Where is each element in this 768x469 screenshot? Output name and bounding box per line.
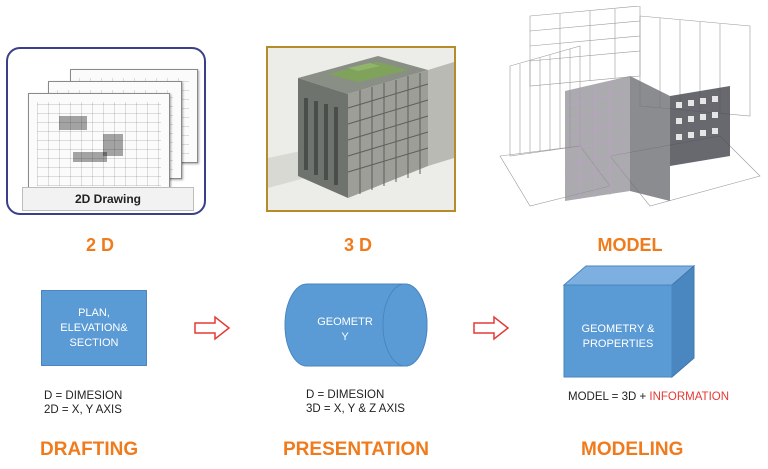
right-arrow-icon bbox=[194, 315, 231, 341]
cylinder-label: GEOMETR Y bbox=[300, 315, 390, 345]
description-model-prefix: MODEL = 3D + bbox=[568, 391, 650, 403]
description-line: 2D = X, Y AXIS bbox=[44, 404, 122, 416]
heading-model: MODEL bbox=[597, 235, 663, 255]
heading-2d: 2 D bbox=[85, 235, 114, 255]
footer-presentation: PRESENTATION bbox=[283, 439, 430, 460]
3d-cylinder-shape bbox=[284, 283, 428, 367]
2d-box-shape: PLAN, ELEVATION& SECTION bbox=[41, 290, 147, 366]
description-line: D = DIMESION bbox=[306, 389, 385, 401]
heading-3d: 3 D bbox=[343, 235, 372, 255]
box-label-line: SECTION bbox=[69, 337, 119, 349]
description-line: D = DIMESION bbox=[44, 390, 123, 402]
right-arrow-icon bbox=[473, 315, 510, 341]
cube-label: GEOMETRY & PROPERTIES bbox=[564, 322, 672, 352]
model-cube-shape bbox=[562, 264, 696, 379]
description-3d: D = DIMESION 3D = X, Y & Z AXIS bbox=[306, 388, 405, 416]
cylinder-label-line: Y bbox=[341, 331, 349, 343]
footer-drafting: DRAFTING bbox=[40, 439, 139, 460]
drawing-sheet bbox=[28, 93, 170, 195]
cube-label-line: GEOMETRY & bbox=[581, 323, 655, 335]
description-line: 3D = X, Y & Z AXIS bbox=[306, 403, 405, 415]
box-label-line: ELEVATION& bbox=[60, 322, 128, 334]
bim-model-image bbox=[490, 6, 766, 216]
2d-drawing-image: 2D Drawing bbox=[6, 47, 206, 215]
3d-building-image bbox=[266, 46, 456, 212]
footer-modeling: MODELING bbox=[581, 439, 684, 460]
cylinder-label-line: GEOMETR bbox=[317, 316, 373, 328]
cube-label-line: PROPERTIES bbox=[582, 338, 654, 350]
drawing-caption: 2D Drawing bbox=[22, 187, 194, 211]
description-model-highlight: INFORMATION bbox=[649, 391, 730, 403]
description-2d: D = DIMESION 2D = X, Y AXIS bbox=[44, 389, 122, 417]
box-label-line: PLAN, bbox=[78, 307, 110, 319]
description-model: MODEL = 3D + INFORMATION bbox=[568, 390, 729, 404]
